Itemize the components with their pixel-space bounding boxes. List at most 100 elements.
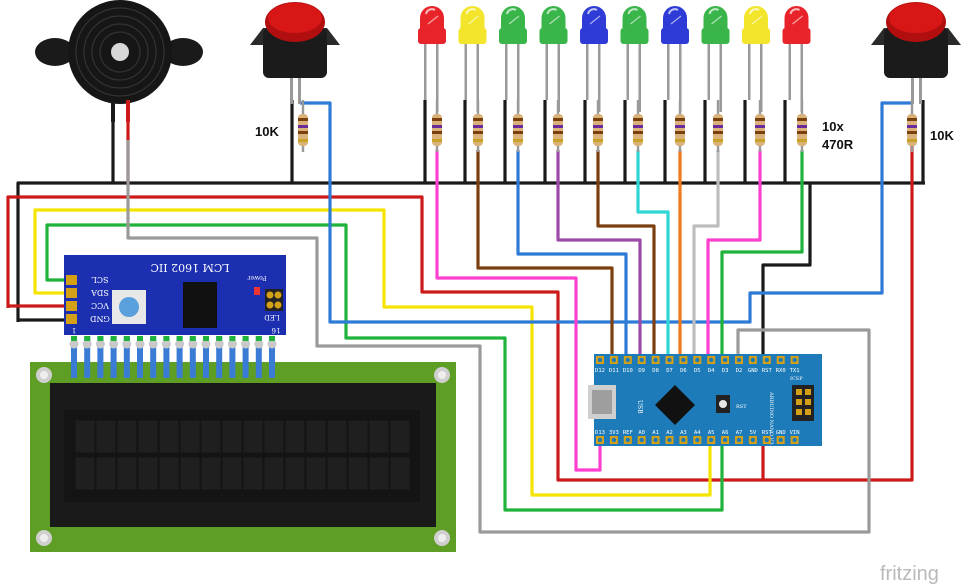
svg-text:5V: 5V (750, 430, 757, 436)
wire-gray-buzzer (126, 140, 871, 534)
resistor (432, 100, 442, 152)
nano-pcb (594, 354, 822, 446)
led-blue (580, 6, 608, 112)
wire-cyan (636, 150, 670, 360)
svg-text:A3: A3 (680, 430, 687, 436)
i2c-pin-scl: SCL (66, 275, 108, 285)
nano-pin-a6: A6 (721, 430, 730, 444)
wire-magenta-1 (435, 150, 602, 472)
led-red (782, 6, 811, 112)
nano-pin-d5: D5 (693, 356, 702, 374)
nano-reset-button (719, 400, 727, 408)
led-green (499, 6, 527, 112)
nano-pin-d2: D2 (735, 356, 743, 374)
nano-pin-d8: D8 (651, 356, 660, 374)
svg-text:VCC: VCC (91, 301, 110, 310)
led-blue (661, 6, 689, 112)
label-led-resistors-value: 470R (822, 137, 854, 152)
i2c-pcb (64, 255, 286, 335)
nano-rst-label: RST (736, 404, 747, 410)
nano-pin-a1: A1 (651, 430, 660, 444)
svg-text:A7: A7 (736, 430, 743, 436)
fritzing-logo: fritzing (880, 563, 939, 585)
nano-pin-5v: 5V (748, 430, 757, 444)
i2c-pin-last: 16 (271, 326, 280, 334)
wire-black-ground-bus (16, 181, 925, 322)
label-pullup-right: 10K (930, 128, 954, 143)
led-green (539, 6, 568, 112)
nano-pin-rst: RST (762, 356, 772, 374)
led-green (620, 6, 649, 112)
i2c-pin-gnd: GND (66, 314, 110, 324)
wire-blue-left-button (300, 101, 912, 324)
led-array (418, 6, 811, 112)
wire-lightgray (692, 150, 720, 360)
nano-pin-rx0: RX0 (776, 356, 786, 374)
svg-text:GND: GND (776, 430, 786, 436)
svg-text:D2: D2 (736, 368, 743, 374)
nano-pin-a3: A3 (679, 430, 688, 444)
led-yellow (742, 6, 770, 112)
push-button-left (250, 2, 340, 104)
push-button-right (871, 2, 961, 104)
svg-text:GND: GND (90, 314, 110, 323)
svg-text:A0: A0 (638, 430, 645, 436)
buzzer-hole (111, 43, 129, 61)
i2c-led-label: LED (264, 313, 280, 321)
lcd-display (30, 362, 456, 552)
led-green (701, 6, 730, 112)
svg-text:A4: A4 (694, 430, 701, 436)
led-red (418, 6, 446, 112)
resistor (675, 100, 685, 152)
resistor (907, 100, 917, 152)
nano-pin-gnd: GND (776, 430, 786, 444)
svg-text:D12: D12 (595, 368, 605, 374)
svg-text:3V3: 3V3 (609, 430, 619, 436)
i2c-power-label: Power (247, 274, 266, 281)
i2c-pin-vcc: VCC (66, 301, 110, 311)
nano-usb-label: USB (636, 400, 643, 414)
wire-brown (476, 150, 614, 360)
buzzer-tab-left (35, 38, 75, 66)
svg-text:VIN: VIN (790, 430, 800, 436)
svg-text:A5: A5 (708, 430, 715, 436)
svg-text:A1: A1 (652, 430, 659, 436)
nano-pin-vin: VIN (790, 430, 800, 444)
wire-magenta-2 (706, 150, 762, 360)
i2c-pin-first: 1 (72, 326, 76, 334)
nano-pin-d3: D3 (721, 356, 730, 374)
nano-mcu (655, 385, 695, 425)
nano-pin-3v3: 3V3 (609, 430, 619, 444)
resistor (713, 100, 723, 152)
nano-pin-d10: D10 (623, 356, 633, 374)
nano-pin-a2: A2 (665, 430, 674, 444)
i2c-lcd-header (69, 336, 277, 378)
wire-purple (556, 150, 642, 360)
svg-text:SDA: SDA (91, 288, 109, 297)
resistor (797, 100, 807, 152)
resistor (553, 100, 563, 152)
svg-text:D10: D10 (623, 368, 633, 374)
led-yellow (458, 6, 487, 112)
svg-text:A6: A6 (722, 430, 729, 436)
resistor (633, 100, 643, 152)
svg-text:D13: D13 (595, 430, 605, 436)
i2c-header-pins: SCL SDA VCC GND (66, 275, 110, 324)
svg-text:REF: REF (623, 430, 633, 436)
nano-pin-a7: A7 (735, 430, 743, 444)
svg-text:D5: D5 (694, 368, 701, 374)
nano-pin-d4: D4 (707, 356, 716, 374)
buzzer (35, 0, 203, 122)
nano-pin-d13: D13 (595, 430, 605, 444)
resistor (473, 100, 483, 152)
nano-board-name: ARDUINO NANO V3.0 (768, 391, 774, 449)
i2c-pin-sda: SDA (66, 288, 109, 298)
svg-text:D8: D8 (652, 368, 659, 374)
wire-green-scl (45, 223, 724, 512)
resistor (298, 100, 308, 152)
